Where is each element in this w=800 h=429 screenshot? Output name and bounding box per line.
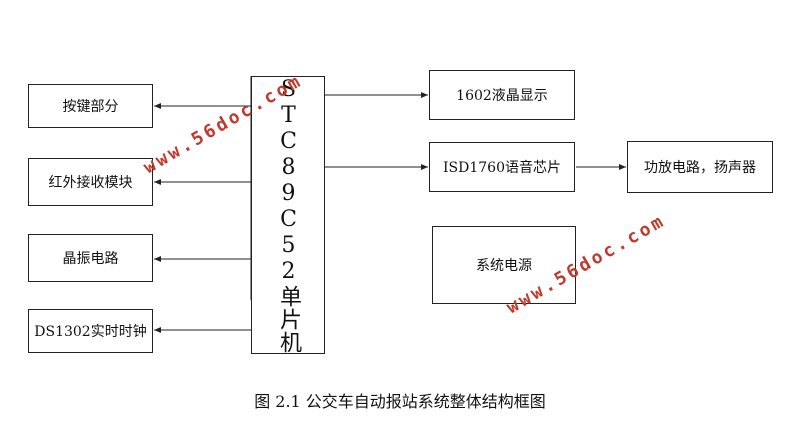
amp-speaker-label: 功放电路，扬声器 xyxy=(644,160,756,176)
voice-chip-block: ISD1760语音芯片 xyxy=(429,142,575,192)
mcu-label: STC89C52单片机 xyxy=(276,76,301,354)
crystal-block: 晶振电路 xyxy=(28,234,153,282)
lcd-label: 1602液晶显示 xyxy=(456,88,548,104)
crystal-label: 晶振电路 xyxy=(62,251,119,267)
power-block: 系统电源 xyxy=(432,226,576,304)
ir-receiver-block: 红外接收模块 xyxy=(28,158,153,206)
figure-caption: 图 2.1 公交车自动报站系统整体结构框图 xyxy=(254,392,546,411)
amp-speaker-block: 功放电路，扬声器 xyxy=(627,141,773,193)
lcd-block: 1602液晶显示 xyxy=(429,70,575,120)
keys-block: 按键部分 xyxy=(28,84,153,128)
mcu-block: STC89C52单片机 xyxy=(251,76,325,354)
ir-receiver-label: 红外接收模块 xyxy=(48,175,133,191)
power-label: 系统电源 xyxy=(476,258,532,274)
rtc-label: DS1302实时时钟 xyxy=(34,324,147,340)
rtc-block: DS1302实时时钟 xyxy=(28,309,153,353)
voice-chip-label: ISD1760语音芯片 xyxy=(443,160,561,176)
keys-label: 按键部分 xyxy=(62,99,119,115)
